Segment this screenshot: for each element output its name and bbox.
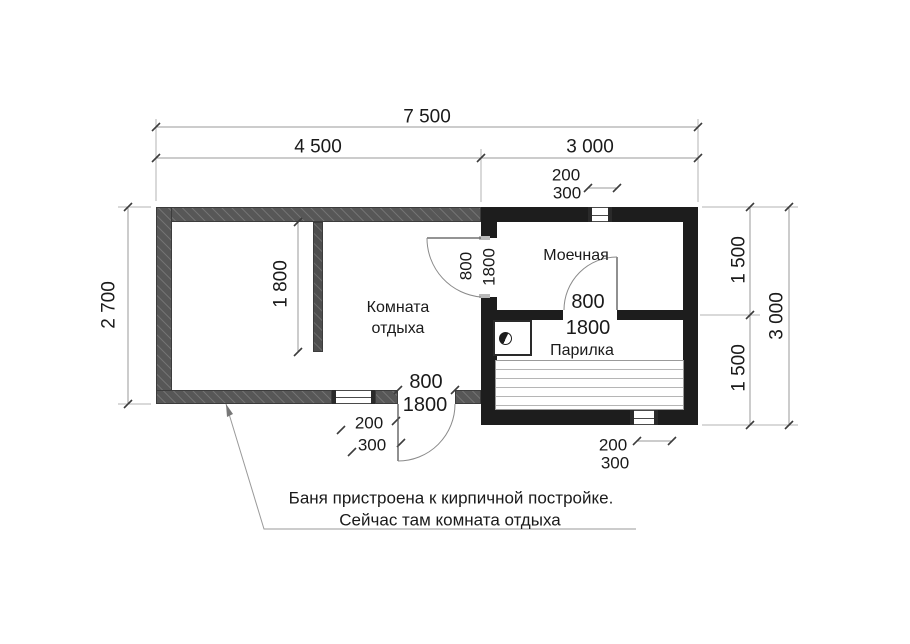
dim-left-height: 2 700 [98,281,120,329]
door-rest-wash-width: 800 [456,251,476,281]
bath-right-wall [683,207,698,425]
window-top [588,207,612,222]
brick-bottom-wall-right [455,390,481,404]
note-line2: Сейчас там комната отдыха [339,510,561,530]
door-wash-steam-width: 800 [571,291,605,313]
bath-top-wall-right [612,207,698,222]
room-wash: Моечная [543,247,609,264]
partition-wall [313,222,323,352]
dim-left-width: 4 500 [294,136,342,158]
note-line1: Баня пристроена к кирпичной постройке. [288,488,614,508]
room-rest-line2: отдыха [371,320,425,337]
window-br-height: 300 [600,453,630,473]
brick-top-wall [156,207,481,222]
door-entrance-arc [397,403,456,462]
window-br-width: 200 [598,435,628,455]
door-jamb-cap [479,236,490,240]
door-swings [397,237,618,462]
benches [495,360,684,410]
bath-bottom-wall-right [658,410,698,425]
dimension-ticks [123,122,794,457]
brick-left-wall [156,207,172,404]
dim-overall-width: 7 500 [403,106,451,128]
dim-right-overall: 3 000 [766,292,788,340]
room-steam: Парилка [550,342,614,359]
brick-bottom-wall-left [156,390,332,404]
room-rest-line1: Комната [366,299,430,316]
bath-top-wall-left [481,207,588,222]
dim-right-upper: 1 500 [728,236,750,284]
door-wash-steam-height: 1800 [565,317,611,339]
window-bl-width: 200 [354,413,384,433]
window-bl-height: 300 [357,435,387,455]
dim-partition: 1 800 [270,260,292,308]
door-entrance-height: 1800 [402,394,448,416]
interior-wall-right [617,310,684,320]
door-jamb-cap [479,294,490,298]
bath-left-wall-upper [481,207,497,238]
window-bottom-left [332,390,375,404]
leader-arrowhead [226,404,233,417]
bath-bottom-wall-left [481,410,630,425]
window-top-height: 300 [552,183,582,203]
dimension-lines [127,126,790,442]
stove-burner-icon [499,332,512,345]
dim-right-width: 3 000 [566,136,614,158]
note-leader [225,403,636,530]
dim-right-lower: 1 500 [728,344,750,392]
door-rest-wash-arc [426,237,482,298]
brick-bottom-wall-mid [375,390,398,404]
window-bottom-right [630,410,658,425]
interior-wall-left [495,310,563,320]
door-wash-steam-arc [563,256,618,311]
door-rest-wash-height: 1800 [479,248,499,286]
door-entrance-width: 800 [409,371,443,393]
window-top-width: 200 [551,165,581,185]
stove [493,320,532,356]
